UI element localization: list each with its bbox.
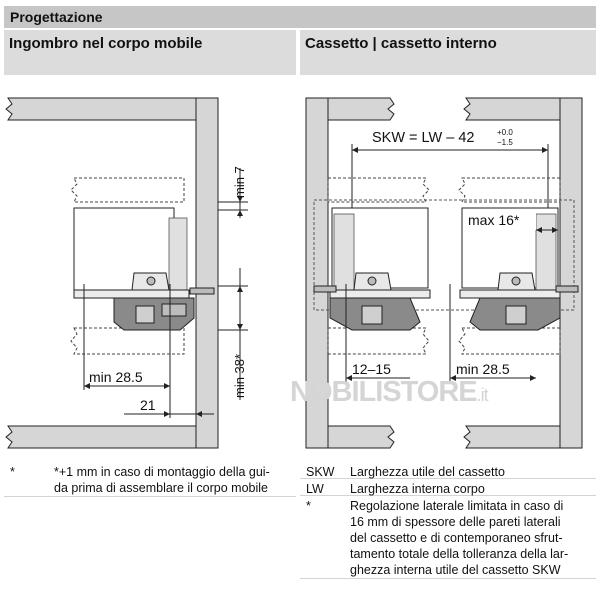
tolerance-plus: +0.0 bbox=[497, 128, 513, 137]
right-note-key: * bbox=[306, 499, 311, 513]
top-shelf-right bbox=[463, 97, 561, 121]
legend-value: Larghezza interna corpo bbox=[350, 482, 485, 496]
dashed-lower-drawer-left bbox=[327, 327, 430, 355]
left-note-line: *+1 mm in caso di montaggio della gui- bbox=[54, 465, 270, 479]
left-note-key: * bbox=[10, 465, 15, 479]
dashed-upper-drawer-right bbox=[458, 177, 561, 203]
side-wall bbox=[195, 97, 219, 449]
right-column-header: Cassetto | cassetto interno bbox=[300, 30, 596, 75]
watermark: NOBILISTORE.it bbox=[290, 376, 489, 408]
legend-row-lw: LW Larghezza interna corpo bbox=[300, 479, 596, 496]
bottom-shelf bbox=[5, 425, 197, 449]
legend-value: Larghezza utile del cassetto bbox=[350, 465, 505, 479]
right-diagram: SKW = LW – 42 +0.0 −1.5 max 16* 12–15 mi… bbox=[300, 78, 596, 458]
left-side-wall bbox=[305, 97, 329, 449]
top-shelf-left bbox=[327, 97, 395, 121]
drawer-bottom bbox=[73, 289, 190, 299]
drawer-side-panel bbox=[168, 217, 188, 299]
right-note-line: tamento totale della tolleranza della la… bbox=[350, 547, 569, 561]
right-note: * Regolazione laterale limitata in caso … bbox=[300, 496, 596, 579]
right-note-line: Regolazione laterale limitata in caso di bbox=[350, 499, 564, 513]
right-note-line: 16 mm di spessore delle pareti laterali bbox=[350, 515, 561, 529]
section-title: Progettazione bbox=[10, 9, 103, 25]
left-column-title: Ingombro nel corpo mobile bbox=[9, 35, 203, 52]
legend-key: LW bbox=[306, 482, 324, 496]
dashed-upper-drawer bbox=[70, 177, 185, 203]
tolerance-minus: −1.5 bbox=[497, 138, 513, 147]
left-column-header: Ingombro nel corpo mobile bbox=[4, 30, 296, 75]
dim-12-15: 12–15 bbox=[352, 361, 391, 377]
section-header: Progettazione bbox=[4, 6, 596, 28]
bottom-shelf-left bbox=[327, 425, 395, 449]
dim-min38: min 38* bbox=[232, 354, 247, 398]
dim-min285-right: min 28.5 bbox=[456, 361, 510, 377]
right-note-line: del cassetto e di contemporaneo sfrut- bbox=[350, 531, 563, 545]
drawer-bottom-left bbox=[329, 289, 431, 299]
screw bbox=[189, 287, 215, 295]
dim-max16: max 16* bbox=[468, 212, 520, 228]
dashed-lower-drawer bbox=[70, 327, 185, 355]
screw-right bbox=[555, 285, 579, 293]
left-note-line: da prima di assemblare il corpo mobile bbox=[54, 481, 268, 495]
left-note: * *+1 mm in caso di montaggio della gui-… bbox=[4, 462, 296, 497]
right-legend: SKW Larghezza utile del cassetto LW Larg… bbox=[300, 462, 596, 579]
legend-key: SKW bbox=[306, 465, 335, 479]
dim-21: 21 bbox=[140, 397, 156, 413]
screw-left bbox=[313, 285, 337, 293]
skw-formula: SKW = LW – 42 bbox=[372, 130, 474, 146]
dashed-frame bbox=[313, 199, 575, 311]
dim-min7: min 7 bbox=[232, 166, 247, 198]
right-side-wall bbox=[559, 97, 583, 449]
left-diagram: min 7 min 38* min 28.5 21 bbox=[4, 78, 296, 458]
drawer-bottom-right bbox=[459, 289, 561, 299]
dashed-lower-drawer-right bbox=[458, 327, 561, 355]
max16-label-bg bbox=[464, 210, 536, 230]
bottom-shelf-right bbox=[463, 425, 561, 449]
right-note-line: ghezza interna utile del cassetto SKW bbox=[350, 563, 561, 577]
top-shelf bbox=[5, 97, 197, 121]
dim-min285: min 28.5 bbox=[89, 369, 143, 385]
dashed-upper-drawer-left bbox=[327, 177, 430, 203]
left-legend: * *+1 mm in caso di montaggio della gui-… bbox=[4, 462, 296, 497]
legend-row-skw: SKW Larghezza utile del cassetto bbox=[300, 462, 596, 479]
right-column-title: Cassetto | cassetto interno bbox=[305, 35, 497, 52]
